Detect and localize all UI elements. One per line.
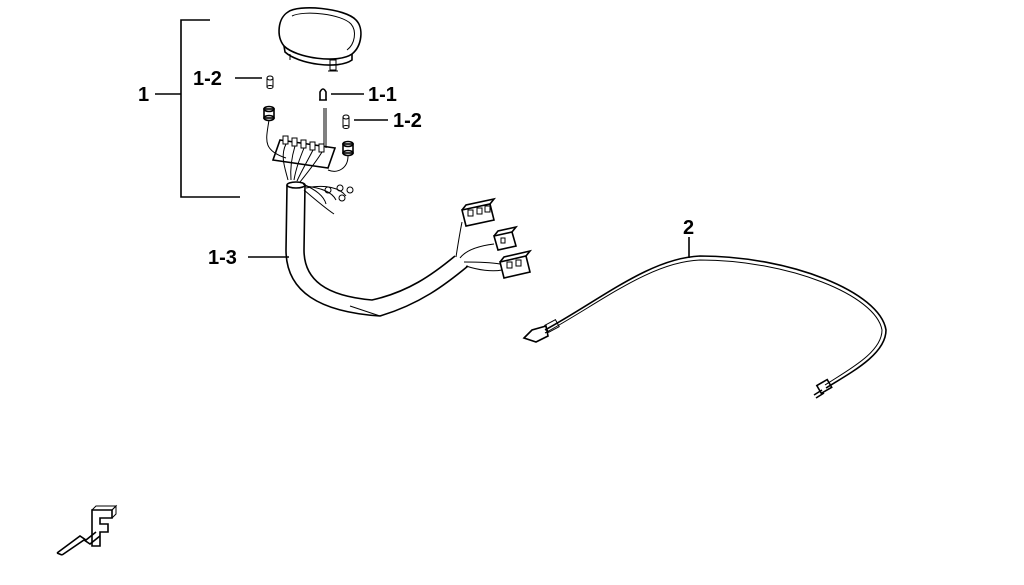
callout-1-2-upper: 1-2 — [193, 68, 222, 90]
callout-1-1: 1-1 — [368, 84, 397, 106]
callout-1-3: 1-3 — [208, 247, 237, 269]
leader-lines — [235, 77, 690, 258]
bulb-1-1 — [319, 88, 327, 101]
connector-4-pin-lower — [499, 249, 533, 279]
speedometer-cable — [522, 255, 887, 399]
wire-bundle — [266, 119, 354, 215]
connector-6-pin — [461, 197, 497, 227]
bulb-1-2-lower — [342, 114, 350, 129]
cable-end-right-fitting — [813, 378, 833, 399]
socket-right — [342, 140, 354, 157]
main-wire-harness — [285, 181, 469, 317]
connector-2-pin-upper — [492, 225, 519, 251]
cable-end-left-fitting — [522, 318, 560, 343]
harness-branch-wires — [455, 221, 503, 272]
callout-2: 2 — [683, 217, 694, 239]
terminal-block — [271, 108, 337, 169]
callout-1-2-lower: 1-2 — [393, 110, 422, 132]
meter-housing — [278, 7, 362, 72]
front-direction-marker — [56, 504, 118, 556]
socket-upper-left — [263, 105, 275, 122]
assembly-bracket — [155, 19, 240, 198]
bulb-1-2-upper — [266, 75, 274, 89]
callout-1: 1 — [138, 84, 149, 106]
